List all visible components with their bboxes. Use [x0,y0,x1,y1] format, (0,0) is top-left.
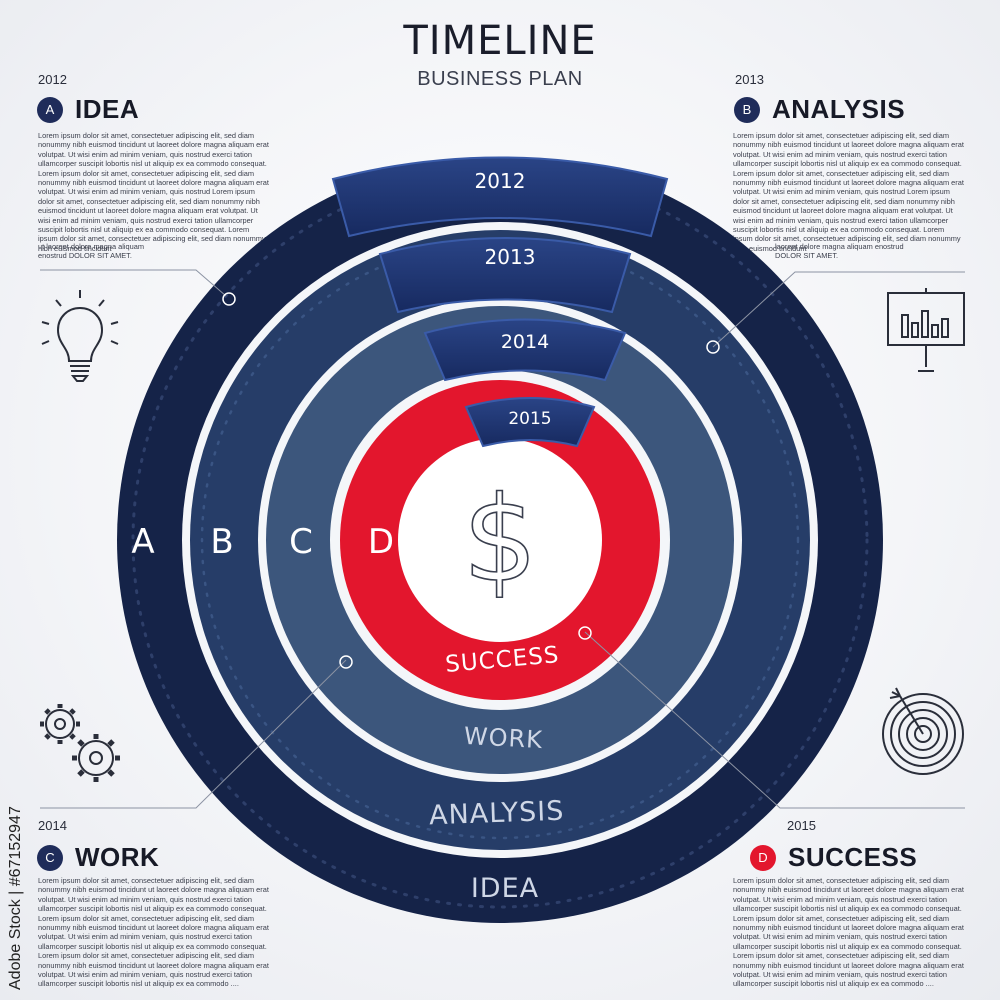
connector-a-dot [222,292,236,306]
step-b-header: B ANALYSIS [734,94,905,125]
ring-letter-c: C [289,522,313,562]
lightbulb-icon [41,290,119,382]
ring-letter-d: D [368,522,394,562]
step-b-title: ANALYSIS [772,94,906,124]
connector-c [40,659,347,809]
step-a-title: IDEA [75,94,140,124]
year-tab-2013: 2013 [378,237,632,314]
ring-letter-a: A [131,522,154,562]
year-tab-2014: 2014 [423,318,627,382]
dollar-icon: $ [462,469,539,609]
step-a-body: Lorem ipsum dolor sit amet, consectetuer… [38,131,269,253]
step-d-title: SUCCESS [788,842,918,872]
ring-label-idea: IDEA [471,873,539,904]
step-c-header: C WORK [37,842,159,873]
step-b-badge: B [734,96,760,123]
year-tab-2015: 2015 [464,397,596,448]
ring-b-dots [200,240,800,840]
connector-b [712,271,965,348]
step-c-title: WORK [75,842,160,872]
year-tab-2012: 2012 [331,156,669,238]
connector-b-dot [706,340,720,354]
page-subtitle: BUSINESS PLAN [417,68,583,90]
step-c-body: Lorem ipsum dolor sit amet, consectetuer… [38,876,269,989]
ring-letter-b: B [210,522,233,562]
ring-center [398,438,602,642]
step-b-year: 2013 [735,72,764,87]
step-a-header: A IDEA [37,94,139,125]
step-a-badge: A [37,96,63,123]
year-tab-2013-label: 2013 [485,245,536,269]
target-icon [882,687,964,775]
connector-c-dot [339,655,353,669]
connector-lines [40,269,965,809]
step-c-year: 2014 [38,818,67,833]
step-d-badge: D [750,844,776,871]
year-tab-2012-label: 2012 [475,169,526,193]
step-d-body: Lorem ipsum dolor sit amet, consectetuer… [733,876,964,989]
svg-text:$: $ [462,470,537,608]
step-c-badge: C [37,844,63,871]
page-title: TIMELINE [403,18,597,64]
year-tab-2015-label: 2015 [508,409,551,429]
connector-d [584,631,965,809]
step-d-year: 2015 [787,818,816,833]
connector-a [40,269,227,297]
step-a-extra: ut laoreet dolore magna aliquam enostrud… [38,242,144,261]
ring-label-work: WORK [463,722,544,754]
step-b-body: Lorem ipsum dolor sit amet, consectetuer… [733,131,964,253]
gears-icon [40,704,120,782]
step-b-extra: laoreet dolore magna aliquam enostrud DO… [775,242,904,261]
ring-label-analysis: ANALYSIS [429,796,565,832]
step-d-header: D SUCCESS [750,842,917,873]
presentation-chart-icon [887,288,965,372]
step-a-year: 2012 [38,72,67,87]
connector-d-dot [578,626,592,640]
year-tab-2014-label: 2014 [501,331,549,353]
